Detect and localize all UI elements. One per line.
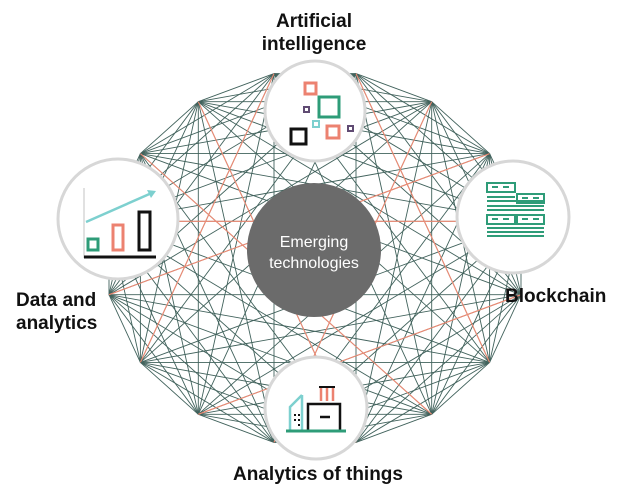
mesh-line <box>108 294 141 363</box>
analytics-of-things-label: Analytics of things <box>188 463 448 486</box>
ai-label-line2: intelligence <box>261 34 367 55</box>
data-analytics-label-line2: analytics <box>16 313 98 334</box>
factory-building-icon <box>286 386 346 433</box>
mesh-line <box>198 73 275 103</box>
mesh-line <box>140 362 275 443</box>
center-circle <box>247 183 381 317</box>
mesh-line <box>140 101 199 154</box>
mesh-line <box>140 73 275 154</box>
analytics-of-things-label-line1: Analytics of things <box>233 464 403 485</box>
mesh-line <box>355 73 490 154</box>
highlight-line <box>198 294 522 415</box>
ai-node <box>263 59 367 163</box>
mesh-line <box>140 362 199 415</box>
data-analytics-node <box>56 157 180 281</box>
analytics-of-things-node <box>263 355 369 461</box>
blockchain-node <box>455 159 571 275</box>
bar-chart-trend-icon <box>83 188 156 259</box>
mesh-line <box>108 294 199 415</box>
mesh-line <box>355 294 522 443</box>
data-analytics-label-line1: Data and <box>16 290 97 311</box>
blockchain-label-line1: Blockchain <box>505 286 607 307</box>
ai-label-line1: Artificial <box>275 11 353 32</box>
mesh-line <box>355 413 432 443</box>
mesh-line <box>431 362 490 415</box>
mesh-line <box>355 362 490 443</box>
center-label-line2: technologies <box>269 255 359 272</box>
blockchain-label: Blockchain <box>505 285 625 308</box>
center-node: Emerging technologies <box>247 183 381 317</box>
mesh-line <box>431 294 522 415</box>
center-label-line1: Emerging <box>280 234 348 251</box>
blockchain-ledger-icon <box>486 182 545 237</box>
mesh-line <box>489 294 522 363</box>
mesh-line <box>198 101 522 296</box>
mesh-line <box>431 101 490 154</box>
mesh-line <box>355 73 432 103</box>
mesh-line <box>198 413 275 443</box>
ai-squares-icon <box>289 81 354 146</box>
highlight-line <box>139 73 275 363</box>
mesh-line <box>108 294 275 443</box>
data-analytics-label: Data and analytics <box>16 289 156 335</box>
ai-label: Artificial intelligence <box>236 10 392 56</box>
